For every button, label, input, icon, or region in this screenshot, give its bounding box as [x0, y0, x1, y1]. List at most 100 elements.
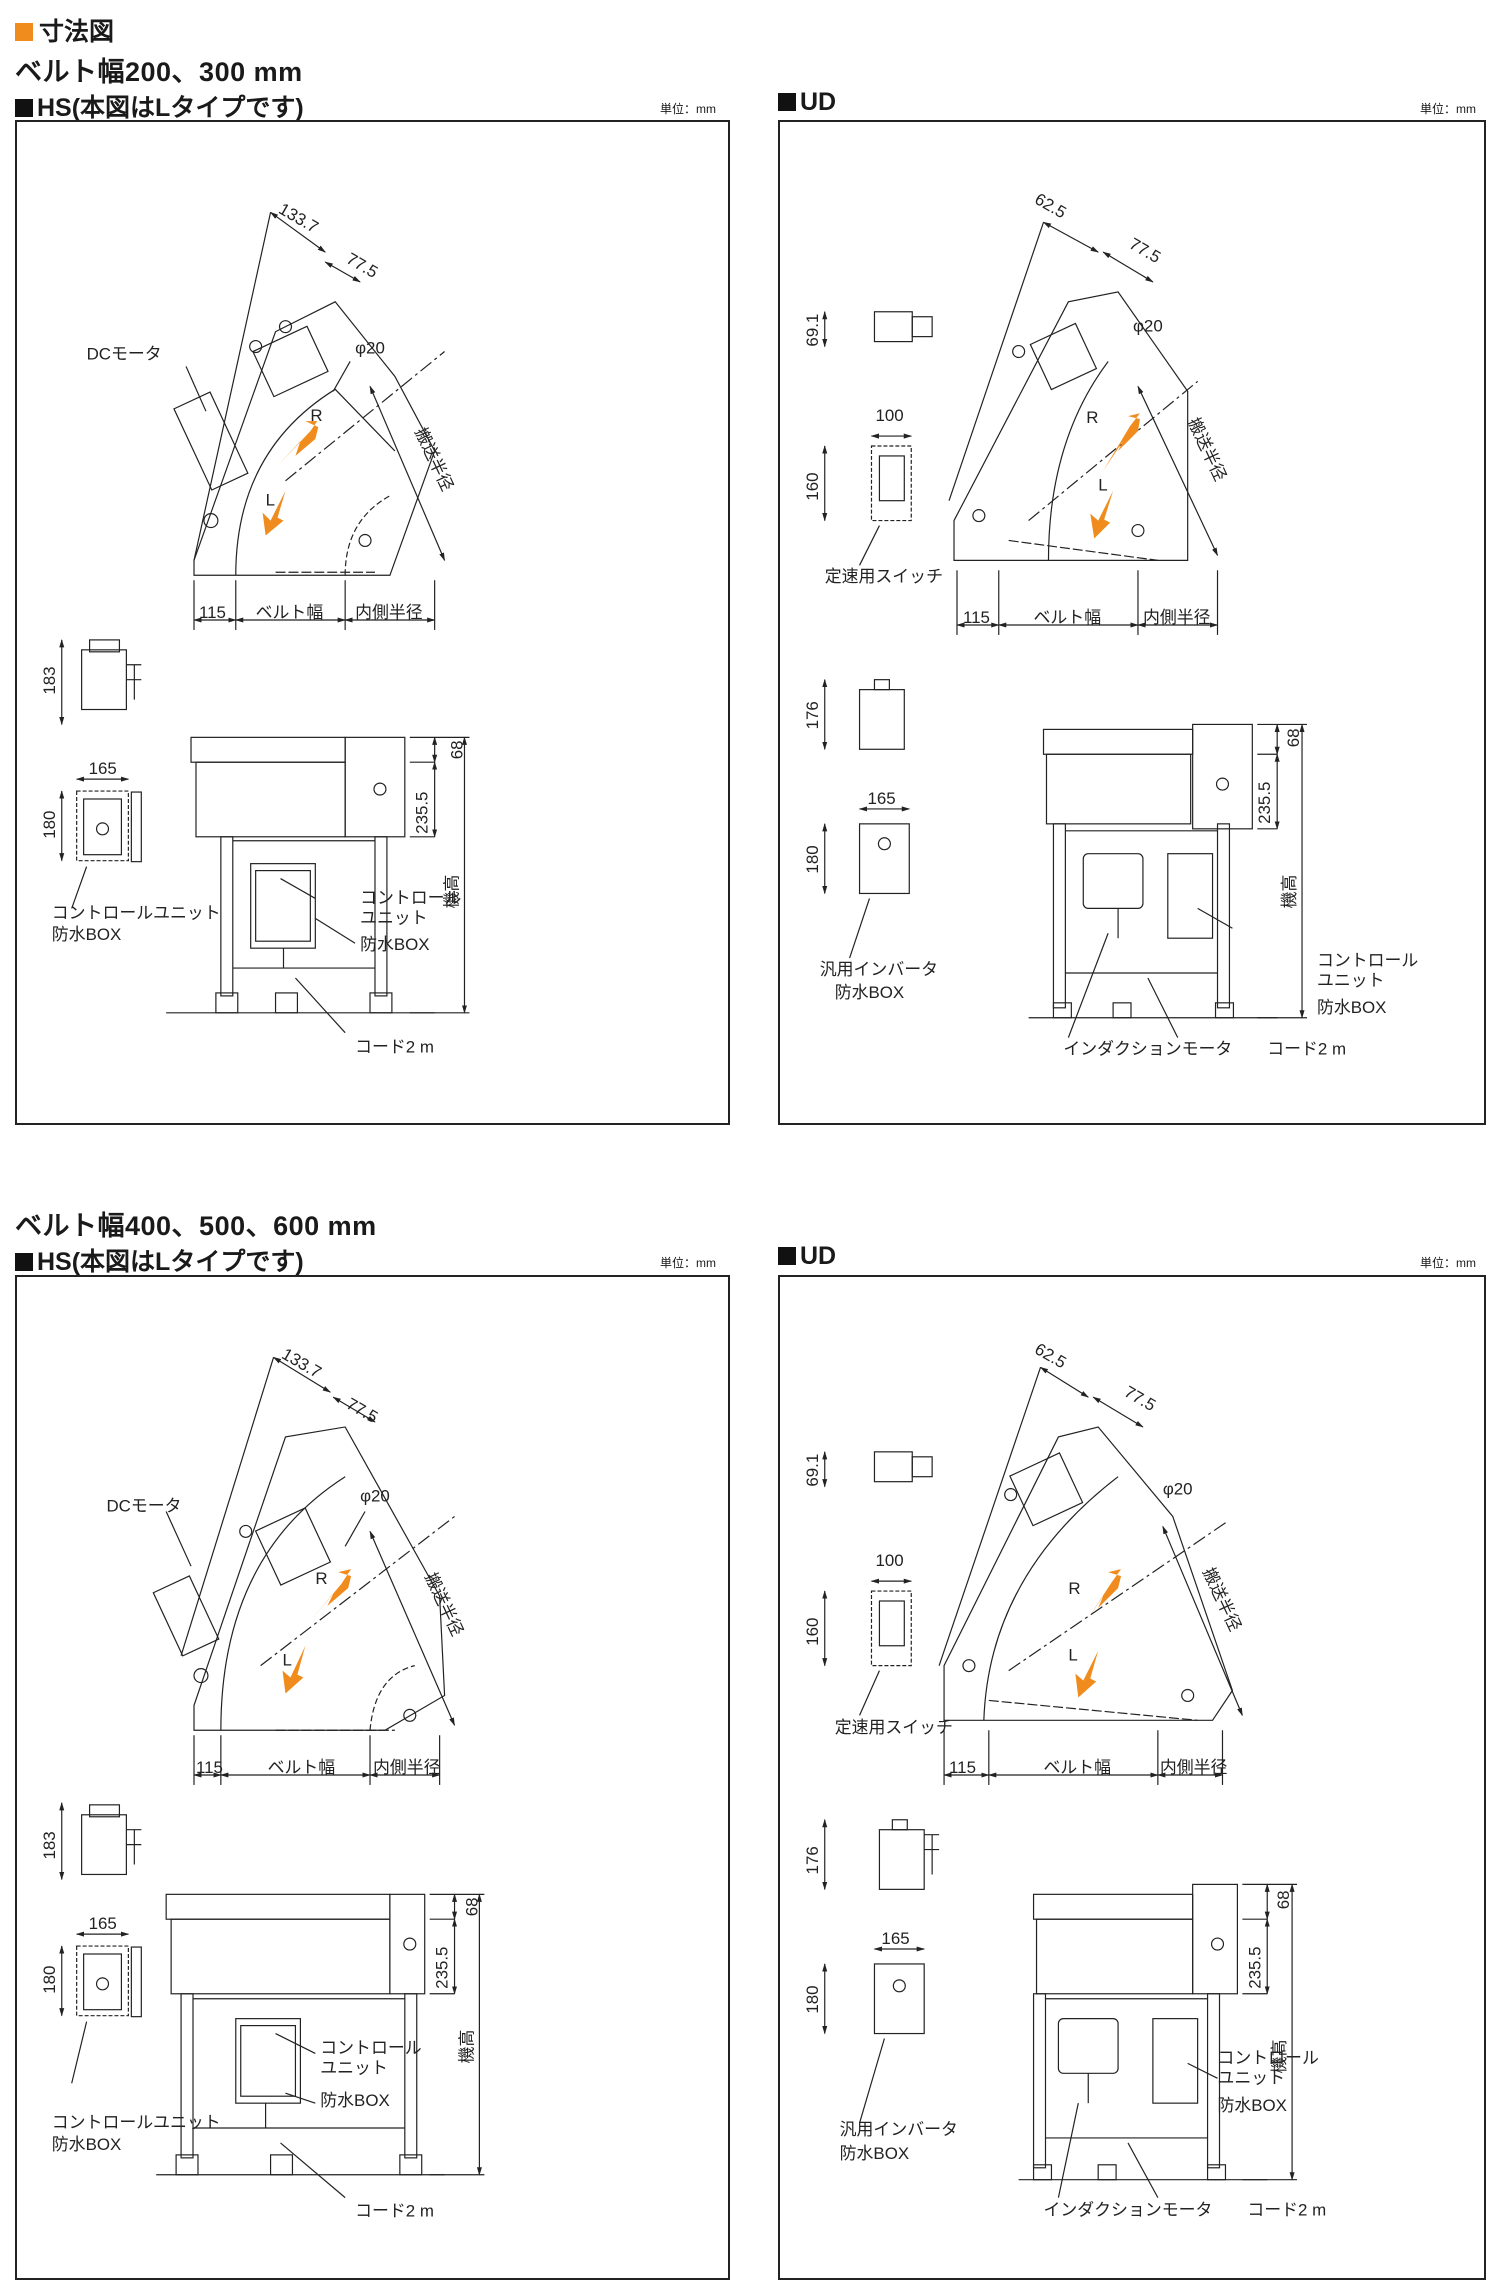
dim-right: 77.5 — [343, 249, 381, 282]
control1-label: コントロール — [1218, 2048, 1319, 2067]
waterproof-box2-label: 防水BOX — [360, 935, 429, 954]
h176-label: 176 — [803, 1846, 822, 1874]
d68-label: 68 — [462, 1897, 481, 1916]
phi-label: φ20 — [1163, 1480, 1193, 1499]
section2-belt-heading: ベルト幅400、500、600 mm — [15, 1211, 377, 1241]
control1-label: コントロール — [360, 888, 461, 907]
hs-large-drawing: DCモータ 133.7 77.5 φ20 搬送半径 R L 115 ベルト幅 内… — [40, 1344, 485, 2221]
w165-label: 165 — [89, 759, 117, 778]
ud-large-drawing: 62.5 77.5 φ20 搬送半径 R L 69.1 100 160 定速用ス… — [803, 1339, 1326, 2220]
belt-width-label: ベルト幅 — [1034, 608, 1102, 627]
ud-large-panel: 62.5 77.5 φ20 搬送半径 R L 69.1 100 160 定速用ス… — [778, 1275, 1486, 2280]
page-title: 寸法図 — [15, 12, 114, 48]
control2-label: ユニット — [1317, 971, 1385, 990]
waterproof-box-label: 防水BOX — [835, 983, 904, 1002]
dim-left: 115 — [963, 608, 990, 627]
hs-small-heading: HS(本図はLタイプです) — [15, 88, 304, 124]
black-square-icon — [15, 99, 33, 117]
hs-large-panel: DCモータ 133.7 77.5 φ20 搬送半径 R L 115 ベルト幅 内… — [15, 1275, 730, 2280]
l-label: L — [266, 491, 275, 510]
h180-label: 180 — [803, 845, 822, 873]
r-label: R — [1086, 408, 1098, 427]
dim-left: 115 — [949, 1758, 976, 1777]
hs-large-heading: HS(本図はLタイプです) — [15, 1242, 304, 1278]
h69-label: 69.1 — [803, 314, 822, 347]
belt-width-label: ベルト幅 — [256, 603, 324, 622]
d68-label: 68 — [1284, 728, 1303, 747]
dim-left: 115 — [196, 1758, 223, 1777]
inner-radius-label: 内側半径 — [1160, 1758, 1228, 1777]
dim-left: 115 — [199, 603, 226, 622]
induction-motor-label: インダクションモータ — [1063, 1040, 1232, 1059]
control-unit-label: コントロールユニット — [52, 2113, 221, 2132]
control1-label: コントロール — [320, 2038, 421, 2057]
machine-height-label: 機高 — [1270, 2040, 1289, 2074]
black-square-icon — [778, 93, 796, 111]
dim-top: 62.5 — [1032, 189, 1070, 222]
radius-side-label: 搬送半径 — [1184, 415, 1230, 484]
belt-width-label: ベルト幅 — [1044, 1758, 1112, 1777]
ud-small-panel: 62.5 77.5 φ20 搬送半径 R L 69.1 100 160 定速用ス… — [778, 120, 1486, 1125]
l-label: L — [283, 1651, 292, 1670]
w100-label: 100 — [875, 406, 903, 425]
ud-small-drawing: 62.5 77.5 φ20 搬送半径 R L 69.1 100 160 定速用ス… — [803, 189, 1419, 1059]
inner-radius-label: 内側半径 — [373, 1758, 441, 1777]
cord-label: コード2 m — [355, 2202, 434, 2221]
w165-label: 165 — [868, 789, 896, 808]
hs-small-unit: 単位：mm — [660, 102, 716, 116]
control-unit-label: コントロールユニット — [52, 903, 221, 922]
machine-height-label: 機高 — [457, 2030, 476, 2064]
d235-label: 235.5 — [1255, 782, 1274, 824]
inverter-label: 汎用インバータ — [840, 2120, 958, 2139]
induction-motor-label: インダクションモータ — [1044, 2201, 1213, 2220]
machine-height-label: 機高 — [1280, 875, 1299, 909]
w165-label: 165 — [881, 1929, 909, 1948]
ud-small-heading: UD — [778, 88, 836, 117]
l-label: L — [1068, 1646, 1077, 1665]
r-label: R — [315, 1569, 327, 1588]
black-square-icon — [778, 1247, 796, 1265]
dim-right: 77.5 — [1126, 234, 1164, 267]
cord-label: コード2 m — [1247, 2201, 1326, 2220]
hs-large-unit: 単位：mm — [660, 1256, 716, 1270]
h160-label: 160 — [803, 1618, 822, 1646]
ud-small-unit: 単位：mm — [1420, 102, 1476, 116]
waterproof-box-label: 防水BOX — [840, 2144, 909, 2163]
h180-label: 180 — [40, 811, 59, 839]
orange-square-icon — [15, 23, 33, 41]
h180-label: 180 — [803, 1985, 822, 2013]
motor-label: DCモータ — [87, 344, 162, 363]
machine-height-label: 機高 — [443, 875, 462, 909]
hs-small-panel: DCモータ 133.7 77.5 φ20 搬送半径 R L 115 ベルト幅 内… — [15, 120, 730, 1125]
d235-label: 235.5 — [413, 792, 432, 834]
black-square-icon — [15, 1253, 33, 1271]
motor-label: DCモータ — [106, 1496, 181, 1515]
phi-label: φ20 — [360, 1487, 390, 1506]
cord-label: コード2 m — [355, 1038, 434, 1057]
dim-top: 133.7 — [279, 1344, 325, 1382]
control2-label: ユニット — [320, 2058, 388, 2077]
waterproof-box2-label: 防水BOX — [1218, 2096, 1287, 2115]
r-label: R — [310, 406, 322, 425]
waterproof-box2-label: 防水BOX — [1317, 998, 1386, 1017]
dim-top: 133.7 — [276, 199, 322, 237]
control1-label: コントロール — [1317, 951, 1418, 970]
dim-right: 77.5 — [1121, 1382, 1159, 1415]
d235-label: 235.5 — [1245, 1947, 1264, 1989]
w100-label: 100 — [875, 1551, 903, 1570]
hs-small-drawing: DCモータ 133.7 77.5 φ20 搬送半径 R L 115 ベルト幅 内… — [40, 199, 470, 1057]
d68-label: 68 — [447, 740, 466, 759]
h183-label: 183 — [40, 1831, 59, 1859]
speed-switch-label: 定速用スイッチ — [825, 567, 943, 586]
h180-label: 180 — [40, 1966, 59, 1994]
h183-label: 183 — [40, 666, 59, 694]
control2-label: ユニット — [1218, 2068, 1286, 2087]
d235-label: 235.5 — [433, 1947, 452, 1989]
inner-radius-label: 内側半径 — [355, 603, 423, 622]
phi-label: φ20 — [1133, 317, 1163, 336]
d68-label: 68 — [1274, 1890, 1293, 1909]
waterproof-box-label: 防水BOX — [52, 925, 121, 944]
waterproof-box2-label: 防水BOX — [320, 2091, 389, 2110]
h176-label: 176 — [803, 701, 822, 729]
dim-right: 77.5 — [343, 1394, 381, 1427]
